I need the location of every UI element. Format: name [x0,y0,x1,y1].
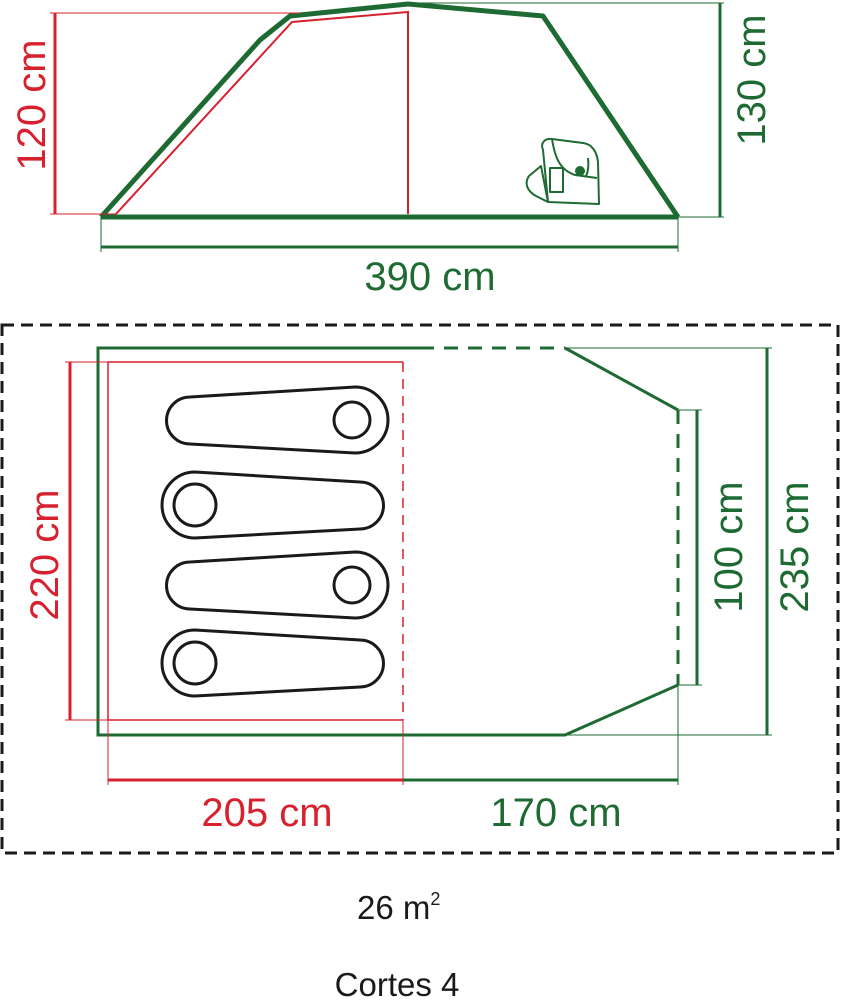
porch-top-slope [564,346,679,412]
door-width-label: 100 cm [707,481,751,612]
backpack-icon [525,137,600,205]
footprint-frame [0,323,840,855]
product-name: Cortes 4 [335,966,460,1000]
area-label: 26 m2 [357,889,440,926]
inner-tent-outline [115,10,409,215]
sleeping-bag [165,550,390,620]
sleeping-bag [160,628,385,698]
sleeping-bag [160,470,385,540]
porch-length-label: 170 cm [490,791,621,835]
inner-height-label: 120 cm [10,39,54,170]
tent-floor-outline [96,346,679,737]
area-value: 26 m [357,889,430,926]
sleeping-bag [165,385,390,455]
side-view: 120 cm 130 cm 390 cm [10,1,774,299]
length-label: 390 cm [364,255,495,299]
bedroom-width-label: 220 cm [23,489,67,620]
outer-height-label: 130 cm [730,14,774,145]
area-unit-superscript: 2 [430,889,440,909]
floor-plan: 220 cm 205 cm 170 cm 100 cm 235 cm [0,323,840,855]
bedroom-length-label: 205 cm [201,791,332,835]
overall-width-label: 235 cm [773,481,817,612]
tent-outer-outline [99,1,681,219]
bedroom-outline [107,361,403,721]
